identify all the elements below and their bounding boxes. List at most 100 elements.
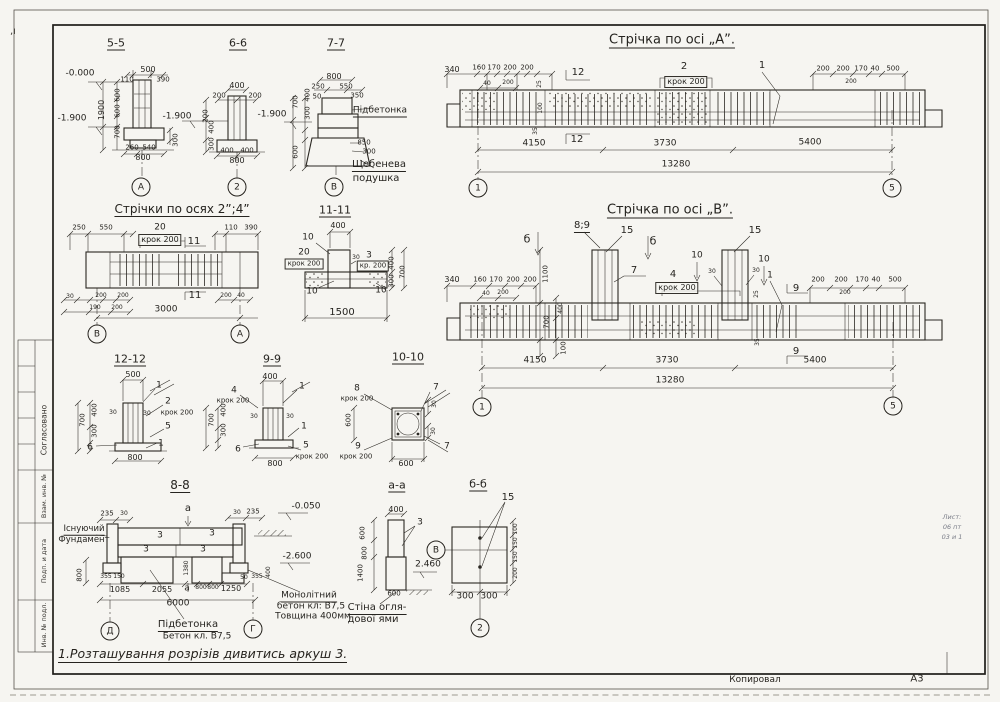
- section-8-8-label: а: [184, 503, 192, 514]
- stamp-item-sign-date: Подп. и дата: [40, 538, 48, 584]
- strip-axes-2-4-label: 200: [220, 292, 232, 299]
- section-11-11-label: 400: [387, 256, 396, 270]
- sheet-frame: [13, 9, 989, 690]
- section-8-8-label: Монолітний: [281, 590, 337, 603]
- strip-axis-B-label: 4: [669, 269, 677, 280]
- section-7-7-label: 50: [312, 92, 322, 101]
- section-7-7-label: -1.900: [257, 109, 287, 120]
- axis-bubble: В: [426, 540, 446, 560]
- section-10-10-label: крок 200: [339, 452, 373, 461]
- view-section-10-10: [350, 389, 451, 463]
- section-12-12-label: 400: [90, 403, 99, 417]
- section-12-12-label: 12-12: [114, 352, 146, 367]
- view-section-6-6: [182, 86, 265, 178]
- section-9-9-label: 1: [301, 421, 307, 432]
- strip-axis-B-label: 160: [473, 275, 487, 284]
- view-section-b-b: [445, 501, 517, 619]
- strip-axes-2-4-label: 200: [111, 304, 123, 311]
- section-6-6-label: 200: [212, 91, 226, 100]
- section-6-6-label: -1.900: [162, 111, 192, 122]
- strip-axis-A-label: 200: [845, 78, 857, 85]
- section-7-7-label: 300: [362, 147, 376, 156]
- strip-axis-B-label: крок 200: [655, 282, 699, 294]
- strip-axis-B-label: 200: [834, 275, 848, 284]
- section-5-5-label: 5-5: [107, 36, 125, 51]
- section-5-5-label: 260: [125, 143, 139, 152]
- section-12-12-label: 2: [165, 396, 171, 407]
- strip-axis-B-label: 200: [506, 275, 520, 284]
- section-9-9-label: 30: [250, 413, 258, 420]
- section-11-11-label: 3: [366, 250, 372, 261]
- section-8-8-label: Підбетонка: [157, 619, 219, 632]
- strip-axis-B-label: 200: [839, 289, 851, 296]
- strip-axis-A-label: 500: [886, 64, 900, 73]
- section-8-8-label: 1250: [220, 584, 242, 593]
- section-a-a-label: 800: [360, 546, 369, 560]
- strip-axis-B-label: 170: [489, 275, 503, 284]
- strip-axis-B-label: 340: [444, 275, 460, 284]
- strip-axes-2-4-label: 40: [237, 292, 245, 299]
- section-5-5-label: -1.900: [57, 113, 87, 124]
- strip-axis-A-label: 13280: [661, 159, 691, 170]
- section-a-a-label: 1400: [356, 564, 365, 582]
- strip-axes-2-4-label: 11: [188, 290, 202, 301]
- axis-bubble: Д: [100, 621, 120, 641]
- section-b-b-label: 200: [512, 567, 519, 579]
- section-8-8-label: 30: [120, 510, 128, 517]
- section-a-a-label: дової ями: [347, 614, 399, 625]
- section-7-7-label: 600: [291, 145, 300, 159]
- section-6-6-label: 400: [229, 81, 245, 90]
- strip-axis-A-label: 200: [520, 63, 534, 72]
- section-5-5-label: 800: [135, 153, 151, 162]
- section-11-11-label: 11-11: [319, 203, 351, 218]
- strip-axis-B-label: 4150: [523, 355, 547, 366]
- axis-bubble: 2: [470, 618, 490, 638]
- strip-axis-B-label: 1100: [541, 265, 550, 283]
- section-7-7-label: Підбетонка: [352, 105, 408, 118]
- strip-axis-A-label: 35: [532, 127, 539, 135]
- section-5-5-label: 390: [156, 75, 170, 84]
- section-10-10-label: 30: [431, 400, 438, 408]
- copied-by-label: Копировал: [729, 675, 781, 685]
- strip-axis-A-label: 200: [836, 64, 850, 73]
- strip-axis-B-label: 40: [871, 275, 881, 284]
- section-8-8-label: 3: [143, 544, 149, 555]
- section-b-b-label: 300: [456, 591, 474, 602]
- axis-bubble: 5: [883, 396, 903, 416]
- section-11-11-label: 10: [302, 232, 314, 243]
- section-10-10-label: 600: [344, 413, 353, 427]
- section-8-8-label: 400: [265, 566, 272, 578]
- strip-axis-A-label: 170: [487, 63, 501, 72]
- section-11-11-label: кр. 200: [356, 260, 390, 272]
- section-5-5-label: 300: [171, 133, 180, 147]
- strip-axis-A-label: 200: [502, 79, 514, 86]
- view-section-7-7: [284, 76, 375, 178]
- section-6-6-label: 6-6: [229, 36, 247, 51]
- section-6-6-label: 400: [220, 146, 234, 155]
- strip-axis-B-label: 8;9: [573, 220, 591, 233]
- section-9-9-label: 5: [303, 440, 309, 451]
- section-8-8-label: 800: [207, 584, 219, 591]
- view-section-5-5: [88, 70, 174, 178]
- section-9-9-label: крок 200: [295, 452, 329, 461]
- section-5-5-label: 600: [113, 88, 122, 102]
- section-10-10-label: 7: [444, 441, 450, 452]
- section-10-10-label: крок 200: [340, 394, 374, 403]
- strip-axis-B-label: Стрічка по осі „В”.: [606, 202, 734, 219]
- strip-axis-A-label: 25: [536, 80, 543, 88]
- strip-axis-B-label: 9: [792, 346, 800, 357]
- section-b-b-label: 100: [512, 523, 519, 535]
- strip-axis-B-label: 10: [758, 254, 770, 265]
- strip-axis-B-label: 40: [482, 290, 490, 297]
- section-b-b-label: 15: [501, 492, 515, 503]
- paper-format-label: А3: [910, 673, 924, 685]
- axis-bubble: 5: [882, 178, 902, 198]
- strip-axis-A-label: 160: [472, 63, 486, 72]
- strip-axis-B-label: 3730: [655, 355, 679, 366]
- section-a-a-label: 400: [388, 505, 404, 514]
- strip-axis-B-label: 7: [630, 265, 638, 276]
- section-8-8-label: 355: [100, 573, 112, 580]
- section-8-8-label: 1380: [183, 560, 190, 576]
